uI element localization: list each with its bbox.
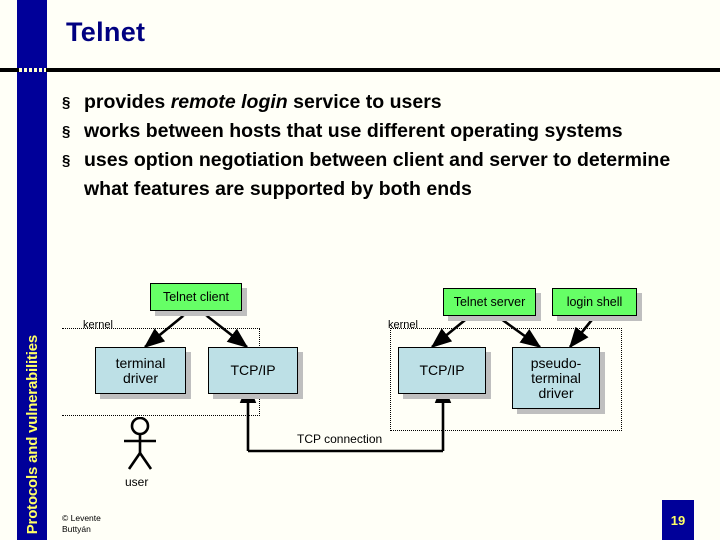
bullet-list: § provides remote login service to users… xyxy=(62,88,692,204)
login-shell-box: login shell xyxy=(552,288,637,316)
page-title: Telnet xyxy=(66,17,146,47)
page-number-badge: 19 xyxy=(662,500,694,540)
telnet-architecture-diagram: kernel kernel xyxy=(0,275,720,540)
pseudo-terminal-driver-box: pseudo- terminal driver xyxy=(512,347,600,409)
tcp-connection-label: TCP connection xyxy=(297,432,383,446)
pseudo-line1: pseudo- xyxy=(530,354,582,371)
title-divider-dashes-accent xyxy=(19,68,46,72)
bullet-marker-icon: § xyxy=(62,94,71,111)
terminal-driver-line2: driver xyxy=(122,369,158,386)
terminal-driver-box: terminal driver xyxy=(95,347,186,394)
tcpip-client-box: TCP/IP xyxy=(208,347,298,394)
kernel-label-client: kernel xyxy=(83,319,113,331)
bullet-marker-icon: § xyxy=(62,123,71,140)
bullet-text-italic: remote login xyxy=(170,91,288,113)
telnet-client-box: Telnet client xyxy=(150,283,242,311)
bullet-text-post: service to users xyxy=(287,91,442,113)
list-item: § uses option negotiation between client… xyxy=(62,146,692,204)
pseudo-line2: terminal xyxy=(531,369,581,386)
user-label: user xyxy=(125,475,149,489)
list-item: § works between hosts that use different… xyxy=(62,117,692,146)
kernel-label-server: kernel xyxy=(388,319,418,331)
list-item: § provides remote login service to users xyxy=(62,88,692,117)
bullet-text: provides remote login service to users xyxy=(84,88,692,117)
bullet-text-pre: provides xyxy=(84,91,171,113)
user-figure-icon xyxy=(124,417,156,470)
terminal-driver-line1: terminal xyxy=(115,354,166,371)
title-divider xyxy=(0,68,720,72)
bullet-text: works between hosts that use different o… xyxy=(84,120,623,142)
bullet-text: uses option negotiation between client a… xyxy=(84,149,671,200)
pseudo-line3: driver xyxy=(538,384,574,401)
tcpip-server-box: TCP/IP xyxy=(398,347,486,394)
bullet-marker-icon: § xyxy=(62,152,71,169)
telnet-server-box: Telnet server xyxy=(443,288,536,316)
copyright-credit: © Levente Buttyán xyxy=(62,513,101,534)
sidebar-blue-band xyxy=(17,0,47,540)
